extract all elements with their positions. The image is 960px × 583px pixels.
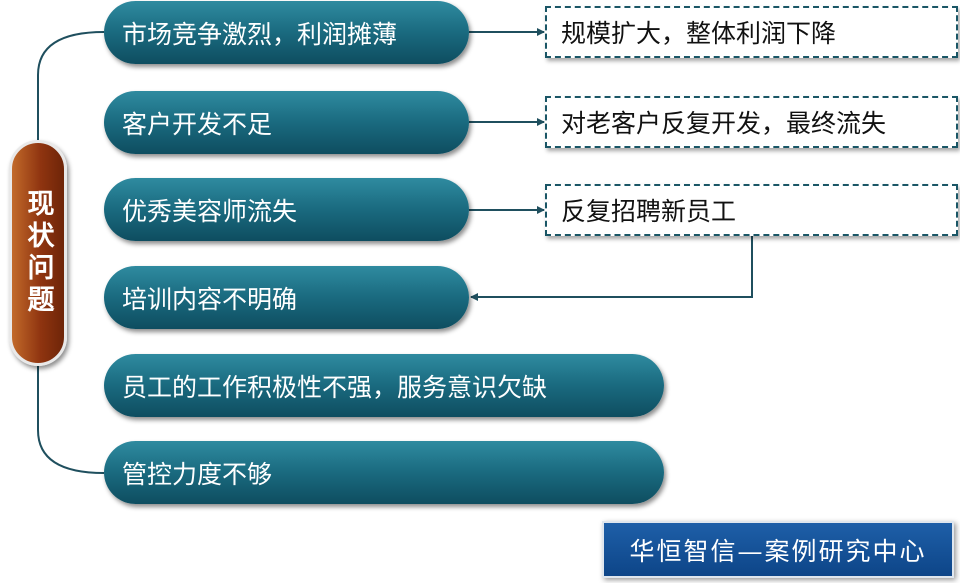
result-repeated-recruiting: 反复招聘新员工 <box>545 184 958 236</box>
side-label-current-problems: 现状问题 <box>9 140 67 366</box>
bracket-top-curve <box>37 31 105 140</box>
result-profit-decline: 规模扩大，整体利润下降 <box>545 6 958 58</box>
side-label-text: 现状问题 <box>22 189 54 317</box>
problem-training-content: 培训内容不明确 <box>104 266 469 329</box>
bracket-bottom-curve <box>37 366 105 474</box>
problem-management-control: 管控力度不够 <box>104 441 664 504</box>
problem-staff-motivation: 员工的工作积极性不强，服务意识欠缺 <box>104 354 664 417</box>
problem-market-competition: 市场竞争激烈，利润摊薄 <box>104 1 469 64</box>
arrow-recruiting-to-training <box>470 236 753 301</box>
result-client-churn: 对老客户反复开发，最终流失 <box>545 96 958 148</box>
brand-banner: 华恒智信—案例研究中心 <box>602 521 954 578</box>
problem-client-development: 客户开发不足 <box>104 91 469 154</box>
problem-beautician-attrition: 优秀美容师流失 <box>104 178 469 241</box>
